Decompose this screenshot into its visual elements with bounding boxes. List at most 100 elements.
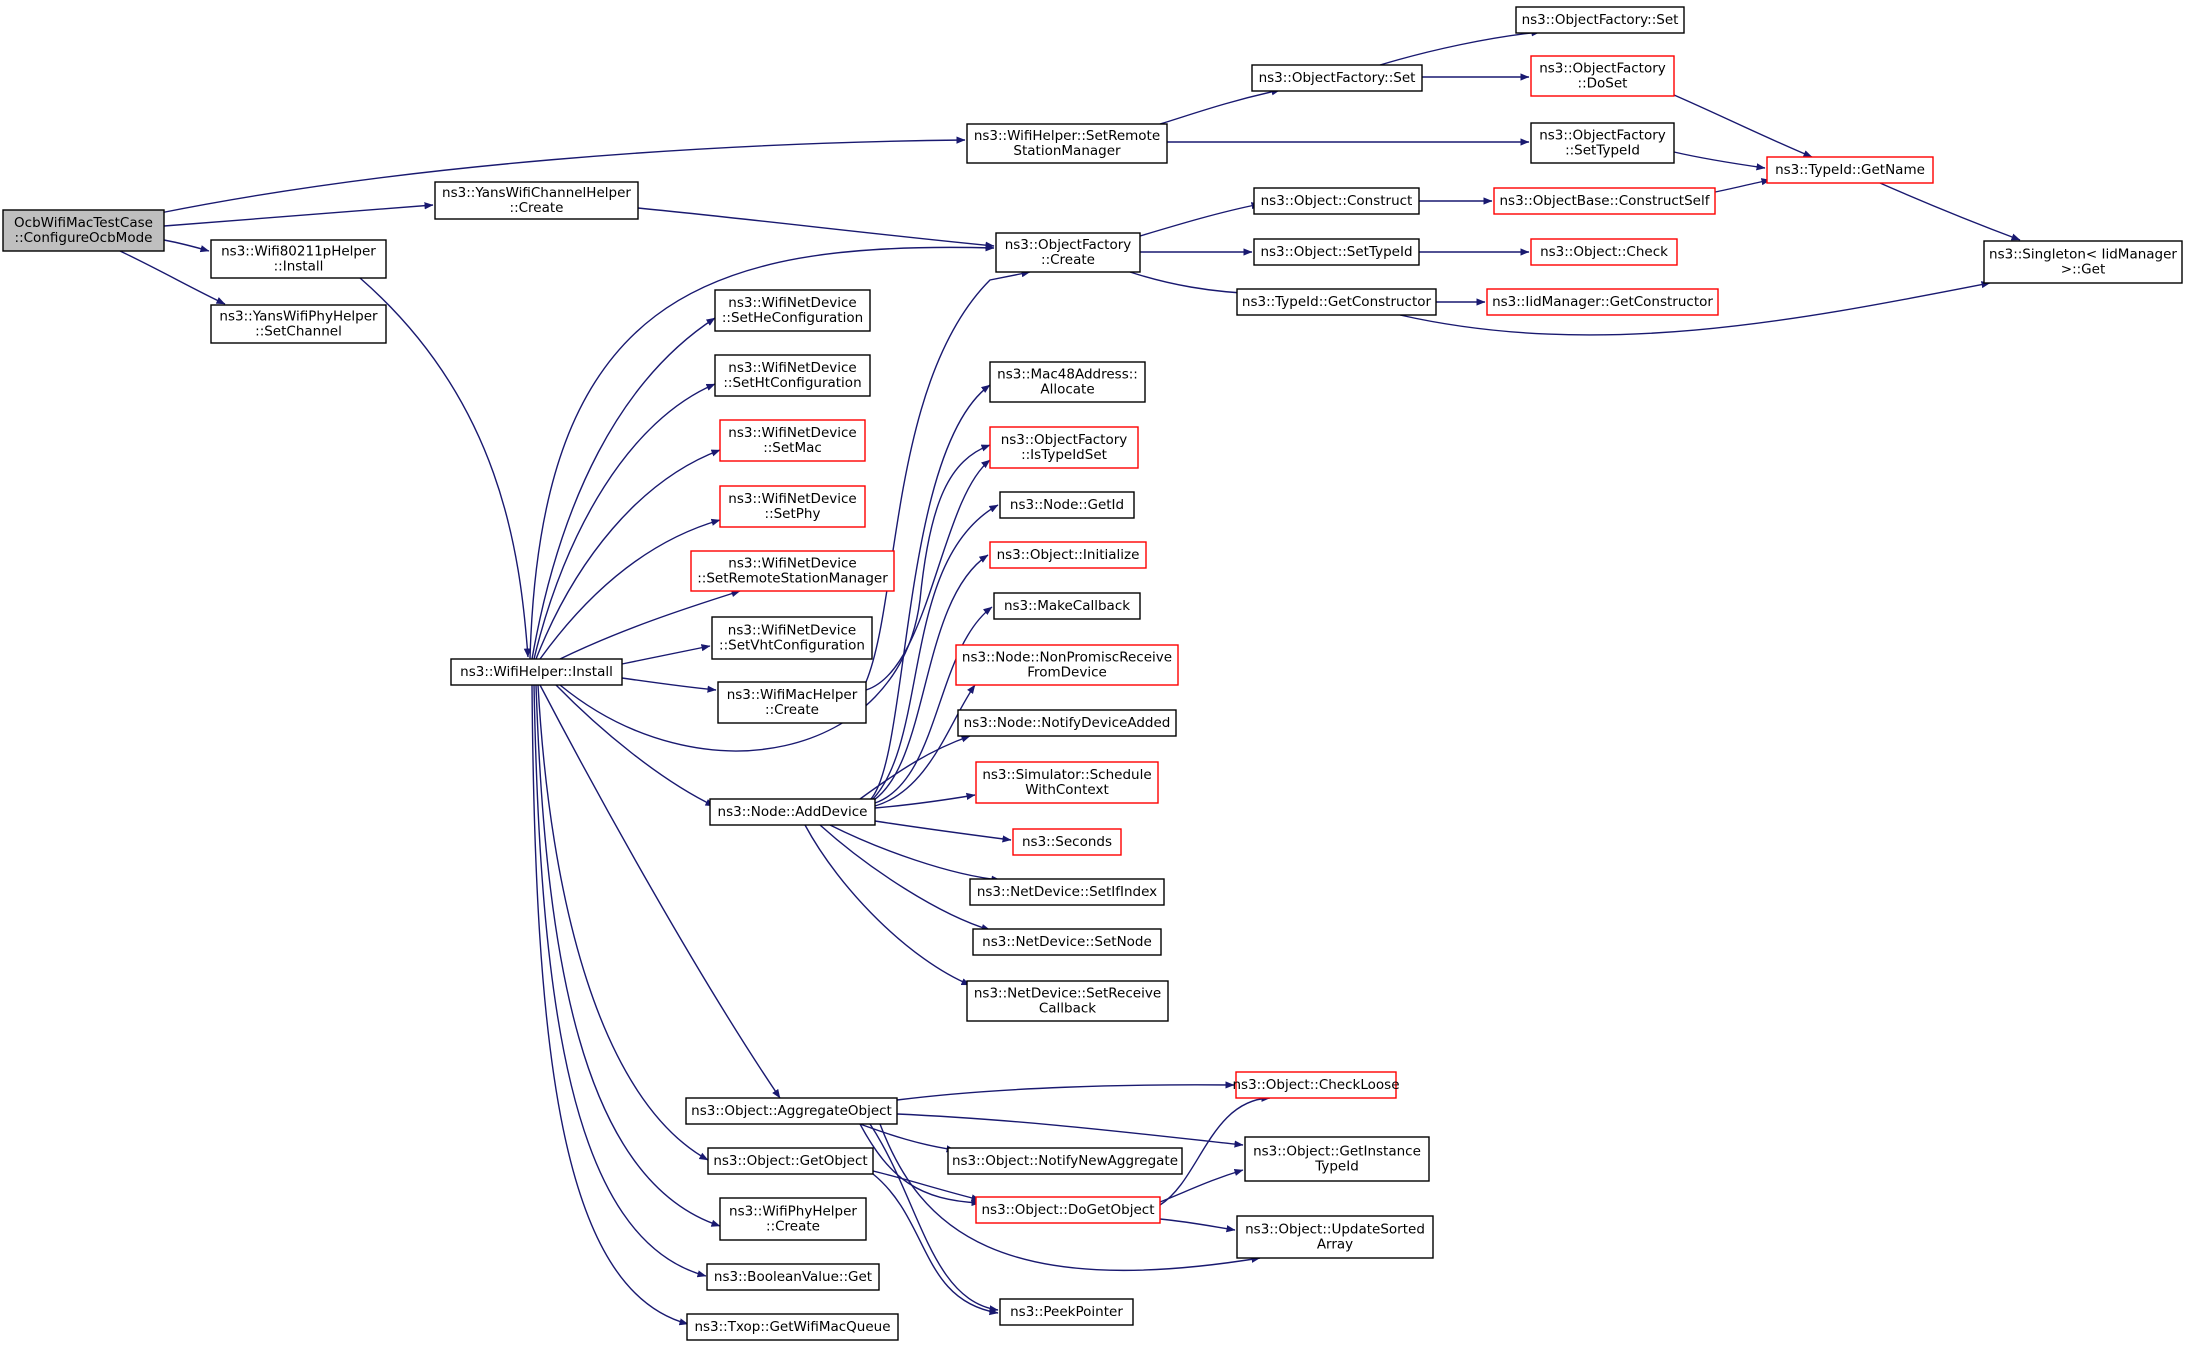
- graph-node-n_objfactory_settypeid[interactable]: ns3::ObjectFactory::SetTypeId: [1530, 122, 1675, 164]
- node-box: [975, 761, 1159, 804]
- node-label-line: ::Create: [1041, 252, 1095, 268]
- graph-node-n_node_notifydeviceadded[interactable]: ns3::Node::NotifyDeviceAdded: [957, 709, 1177, 737]
- node-box: [1253, 238, 1420, 266]
- call-edge-n_wifihelper_install-to-n_netdev_setht: [533, 383, 716, 660]
- graph-node-n_makecallback[interactable]: ns3::MakeCallback: [993, 592, 1141, 620]
- call-edge-n_wifimachelper_create-to-n_objfactory_istypeidset: [865, 459, 991, 691]
- graph-node-n_object_check[interactable]: ns3::Object::Check: [1530, 238, 1678, 266]
- graph-node-root: OcbWifiMacTestCase::ConfigureOcbMode: [2, 209, 165, 252]
- node-box: [711, 616, 873, 660]
- graph-node-n_objfactory_doset[interactable]: ns3::ObjectFactory::DoSet: [1530, 55, 1675, 97]
- node-label-line: ns3::Wifi80211pHelper: [221, 244, 376, 260]
- graph-node-n_netdev_setmac[interactable]: ns3::WifiNetDevice::SetMac: [719, 419, 866, 462]
- graph-node-n_wifi80211p_install[interactable]: ns3::Wifi80211pHelper::Install: [210, 239, 387, 279]
- node-box: [1766, 156, 1934, 184]
- call-edge-n_wifihelper_install-to-n_netdev_setmac: [535, 449, 721, 660]
- graph-node-n_peekpointer[interactable]: ns3::PeekPointer: [999, 1298, 1134, 1326]
- node-label-line: ::Create: [765, 702, 819, 718]
- graph-node-n_netdev_setremote[interactable]: ns3::WifiNetDevice::SetRemoteStationMana…: [690, 550, 895, 592]
- graph-node-n_objectbase_constructself[interactable]: ns3::ObjectBase::ConstructSelf: [1493, 187, 1716, 215]
- node-label-line: ns3::WifiHelper::SetRemote: [974, 128, 1160, 144]
- node-label-line: ns3::WifiPhyHelper: [729, 1204, 857, 1220]
- call-edge-n_wifi80211p_install-to-n_wifihelper_install: [359, 277, 531, 658]
- graph-node-n_yans_channel_create[interactable]: ns3::YansWifiChannelHelper::Create: [434, 181, 639, 220]
- node-box: [2, 209, 165, 252]
- graph-node-n_netdevice_setifindex[interactable]: ns3::NetDevice::SetIfIndex: [969, 878, 1165, 906]
- graph-node-n_wifimachelper_create[interactable]: ns3::WifiMacHelper::Create: [717, 681, 867, 724]
- graph-node-n_seconds[interactable]: ns3::Seconds: [1012, 828, 1122, 856]
- node-box: [966, 123, 1168, 164]
- node-label-line: ns3::ObjectFactory: [1005, 237, 1132, 253]
- graph-node-n_txop_getwifimacqueue[interactable]: ns3::Txop::GetWifiMacQueue: [686, 1313, 899, 1341]
- call-edge-n_node_adddevice-to-n_node_notifydeviceadded: [859, 735, 971, 800]
- call-edge-n_object_dogetobject-to-n_object_updatesorted: [1159, 1218, 1236, 1233]
- node-box: [1493, 187, 1716, 215]
- edges-layer: [119, 29, 2021, 1326]
- graph-node-n_object_aggregate[interactable]: ns3::Object::AggregateObject: [685, 1097, 898, 1125]
- graph-node-n_object_dogetobject[interactable]: ns3::Object::DoGetObject: [975, 1196, 1161, 1224]
- node-label-line: ns3::Object::CheckLoose: [1232, 1077, 1399, 1093]
- graph-node-n_object_construct[interactable]: ns3::Object::Construct: [1253, 187, 1420, 215]
- node-box: [955, 644, 1179, 686]
- graph-node-n_object_settypeid[interactable]: ns3::Object::SetTypeId: [1253, 238, 1420, 266]
- call-edge-n_node_adddevice-to-n_netdevice_setnode: [819, 824, 991, 931]
- node-box: [1244, 1136, 1430, 1182]
- call-edge-n_wifihelper_install-to-n_booleanvalue_get: [533, 684, 707, 1278]
- graph-node-n_node_adddevice[interactable]: ns3::Node::AddDevice: [709, 798, 876, 826]
- node-label-line: ns3::YansWifiChannelHelper: [442, 185, 631, 201]
- graph-node-n_netdev_setvht[interactable]: ns3::WifiNetDevice::SetVhtConfiguration: [711, 616, 873, 660]
- node-label-line: ns3::WifiNetDevice: [728, 295, 856, 311]
- node-label-line: ns3::ObjectFactory: [1001, 432, 1128, 448]
- graph-node-n_iidmanager_getconstructor[interactable]: ns3::IidManager::GetConstructor: [1486, 288, 1719, 316]
- call-edge-n_object_aggregate-to-n_peekpointer: [869, 1123, 999, 1313]
- graph-node-n_netdevice_setnode[interactable]: ns3::NetDevice::SetNode: [972, 928, 1162, 956]
- call-edge-n_object_getobject-to-n_peekpointer: [872, 1173, 999, 1316]
- node-label-line: ns3::ObjectBase::ConstructSelf: [1500, 193, 1711, 209]
- call-edge-n_node_adddevice-to-n_node_getid: [871, 504, 999, 801]
- graph-node-n_node_getid[interactable]: ns3::Node::GetId: [999, 491, 1135, 519]
- graph-node-n_mac48_allocate[interactable]: ns3::Mac48Address::Allocate: [989, 361, 1146, 403]
- node-label-line: WithContext: [1025, 782, 1109, 798]
- call-edge-n_objfactory_set_a-to-n_objfactory_set_b: [1379, 29, 1541, 66]
- graph-node-n_objfactory_set_b[interactable]: ns3::ObjectFactory::Set: [1515, 6, 1685, 34]
- call-edge-n_object_getobject-to-n_object_dogetobject: [872, 1170, 981, 1202]
- call-edge-n_object_aggregate-to-n_object_notifynewaggregate: [859, 1123, 956, 1153]
- node-label-line: Array: [1317, 1237, 1353, 1253]
- node-label-line: ns3::WifiNetDevice: [728, 425, 856, 441]
- graph-node-n_typeid_getconstructor[interactable]: ns3::TypeId::GetConstructor: [1236, 288, 1437, 316]
- call-edge-n_objfactory_doset-to-n_typeid_getname: [1673, 94, 1813, 158]
- graph-node-n_netdev_setphy[interactable]: ns3::WifiNetDevice::SetPhy: [719, 485, 866, 528]
- graph-node-n_netdev_sethe[interactable]: ns3::WifiNetDevice::SetHeConfiguration: [714, 289, 871, 332]
- graph-node-n_objfactory_create[interactable]: ns3::ObjectFactory::Create: [995, 232, 1141, 273]
- graph-node-n_objfactory_set_a[interactable]: ns3::ObjectFactory::Set: [1251, 64, 1423, 92]
- graph-node-n_wifihelper_install[interactable]: ns3::WifiHelper::Install: [450, 658, 623, 686]
- graph-node-n_singleton_get[interactable]: ns3::Singleton< IidManager >::Get: [1983, 240, 2183, 284]
- graph-node-n_objfactory_istypeidset[interactable]: ns3::ObjectFactory::IsTypeIdSet: [989, 426, 1139, 469]
- graph-node-n_booleanvalue_get[interactable]: ns3::BooleanValue::Get: [706, 1263, 880, 1291]
- graph-node-n_object_notifynewaggregate[interactable]: ns3::Object::NotifyNewAggregate: [947, 1147, 1183, 1175]
- node-label-line: >::Get: [2061, 262, 2105, 278]
- graph-node-n_yansphy_setchannel[interactable]: ns3::YansWifiPhyHelper::SetChannel: [210, 304, 387, 344]
- graph-node-n_typeid_getname[interactable]: ns3::TypeId::GetName: [1766, 156, 1934, 184]
- graph-node-n_object_getobject[interactable]: ns3::Object::GetObject: [707, 1147, 874, 1175]
- node-label-line: ns3::WifiHelper::Install: [460, 664, 613, 680]
- node-label-line: ns3::IidManager::GetConstructor: [1492, 294, 1713, 310]
- graph-node-n_netdev_setht[interactable]: ns3::WifiNetDevice::SetHtConfiguration: [714, 354, 871, 397]
- node-box: [999, 1298, 1134, 1326]
- node-box: [709, 798, 876, 826]
- graph-node-n_wifiphyhelper_create[interactable]: ns3::WifiPhyHelper::Create: [719, 1197, 867, 1241]
- node-label-line: ::SetRemoteStationManager: [697, 571, 888, 587]
- call-edge-n_yans_channel_create-to-n_objfactory_create: [637, 207, 995, 249]
- graph-node-n_object_initialize[interactable]: ns3::Object::Initialize: [989, 541, 1147, 569]
- graph-node-n_wifihelper_setremote[interactable]: ns3::WifiHelper::SetRemoteStationManager: [966, 123, 1168, 164]
- graph-node-n_object_checkloose[interactable]: ns3::Object::CheckLoose: [1232, 1071, 1400, 1099]
- node-box: [707, 1147, 874, 1175]
- call-edge-root-to-n_yans_channel_create: [163, 202, 434, 227]
- node-box: [210, 239, 387, 279]
- node-label-line: ns3::WifiNetDevice: [728, 556, 856, 572]
